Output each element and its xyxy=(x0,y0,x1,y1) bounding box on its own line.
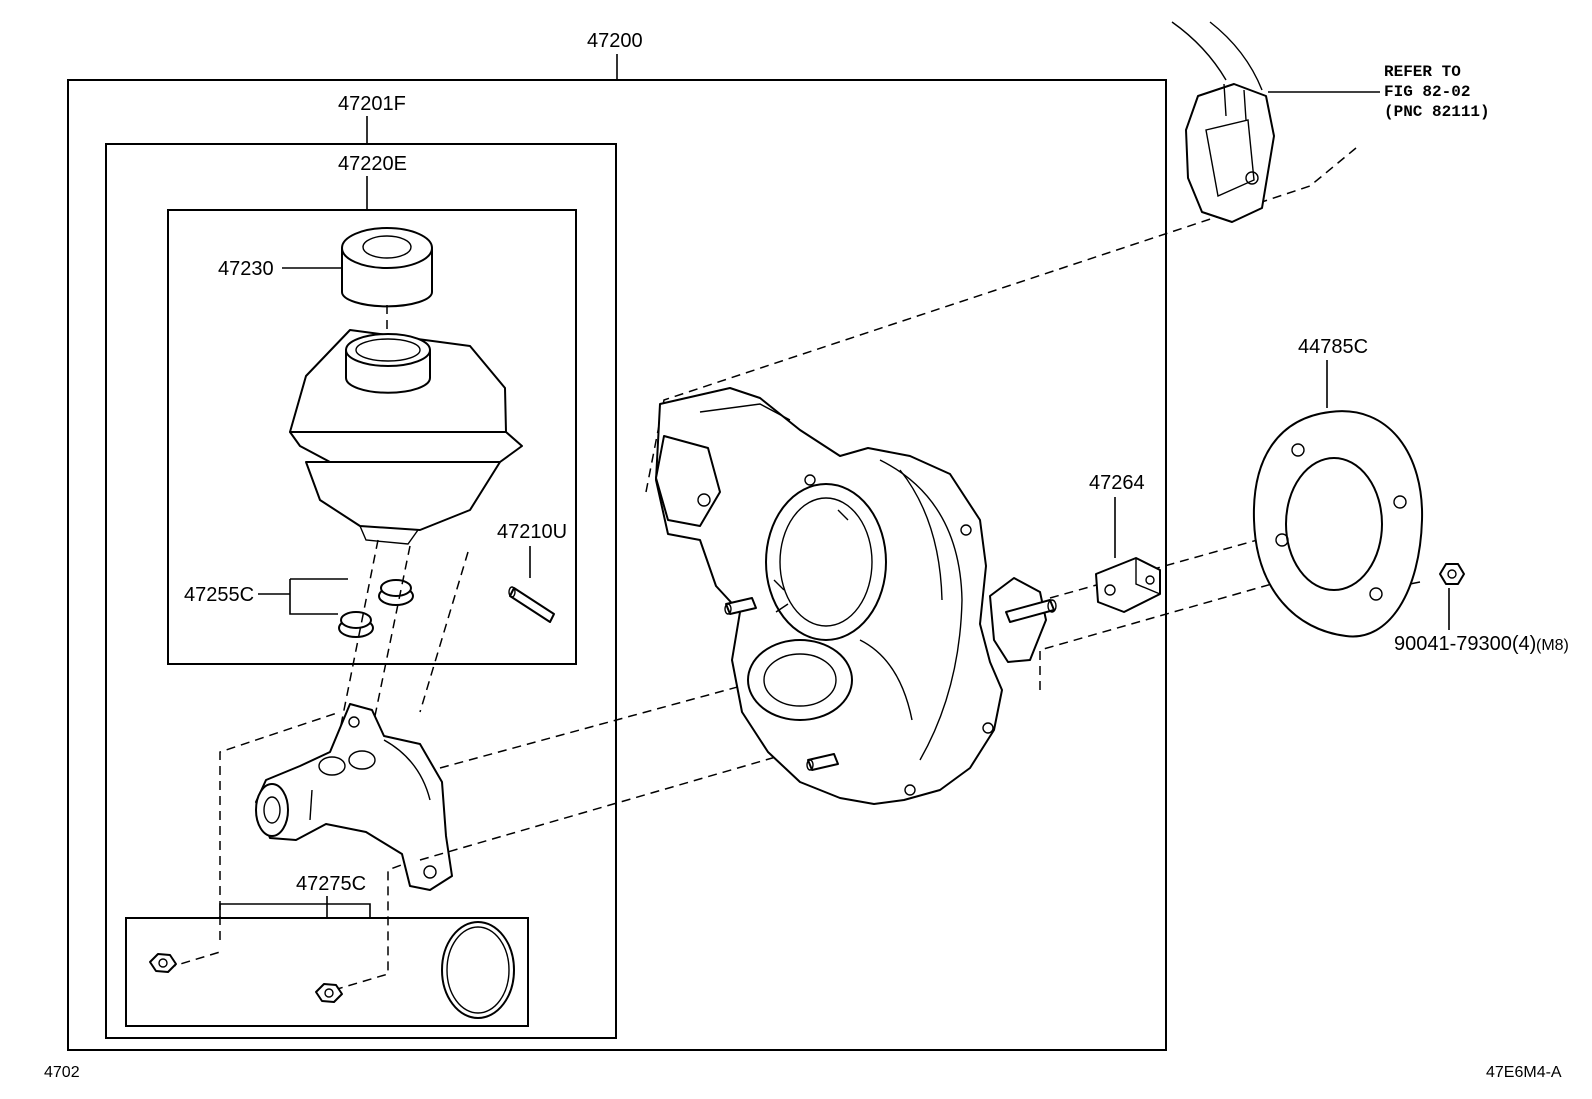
nut-small-right xyxy=(315,983,343,1003)
reservoir-cap xyxy=(341,227,433,308)
footer-right-code: 47E6M4-A xyxy=(1486,1064,1562,1081)
reservoir-tank xyxy=(289,329,523,545)
label-47255c: 47255C xyxy=(184,584,254,606)
brake-booster xyxy=(655,387,1003,805)
booster-stud-upper xyxy=(724,597,757,615)
nut-small-left xyxy=(149,953,177,973)
label-47210u: 47210U xyxy=(497,521,567,543)
vacuum-hose-connector xyxy=(1171,21,1275,223)
label-47264: 47264 xyxy=(1089,472,1145,494)
label-47201f: 47201F xyxy=(338,93,406,115)
label-47230: 47230 xyxy=(218,258,274,280)
nut-90041 xyxy=(1439,563,1465,585)
o-ring xyxy=(441,921,515,1019)
gasket-44785c xyxy=(1252,410,1424,638)
label-90041-79300: 90041-79300(4) xyxy=(1394,633,1536,655)
reference-line-3: (PNC 82111) xyxy=(1384,103,1490,121)
label-90041-size: (M8) xyxy=(1536,637,1569,654)
label-47200: 47200 xyxy=(587,30,643,52)
assembly-box-47220e xyxy=(167,209,577,665)
pin-47210u xyxy=(508,586,555,623)
clevis-47264 xyxy=(1095,557,1161,613)
label-47275c: 47275C xyxy=(296,873,366,895)
booster-stud-lower xyxy=(806,753,839,771)
reference-line-2: FIG 82-02 xyxy=(1384,83,1470,101)
grommet-lower xyxy=(338,611,374,638)
assembly-box-47201f xyxy=(105,143,617,1039)
reference-line-1: REFER TO xyxy=(1384,63,1461,81)
grommet-upper xyxy=(378,579,414,606)
label-44785c: 44785C xyxy=(1298,336,1368,358)
master-cylinder xyxy=(255,703,453,891)
booster-pushrod xyxy=(989,577,1057,663)
footer-left-code: 4702 xyxy=(44,1064,80,1081)
label-47220e: 47220E xyxy=(338,153,407,175)
